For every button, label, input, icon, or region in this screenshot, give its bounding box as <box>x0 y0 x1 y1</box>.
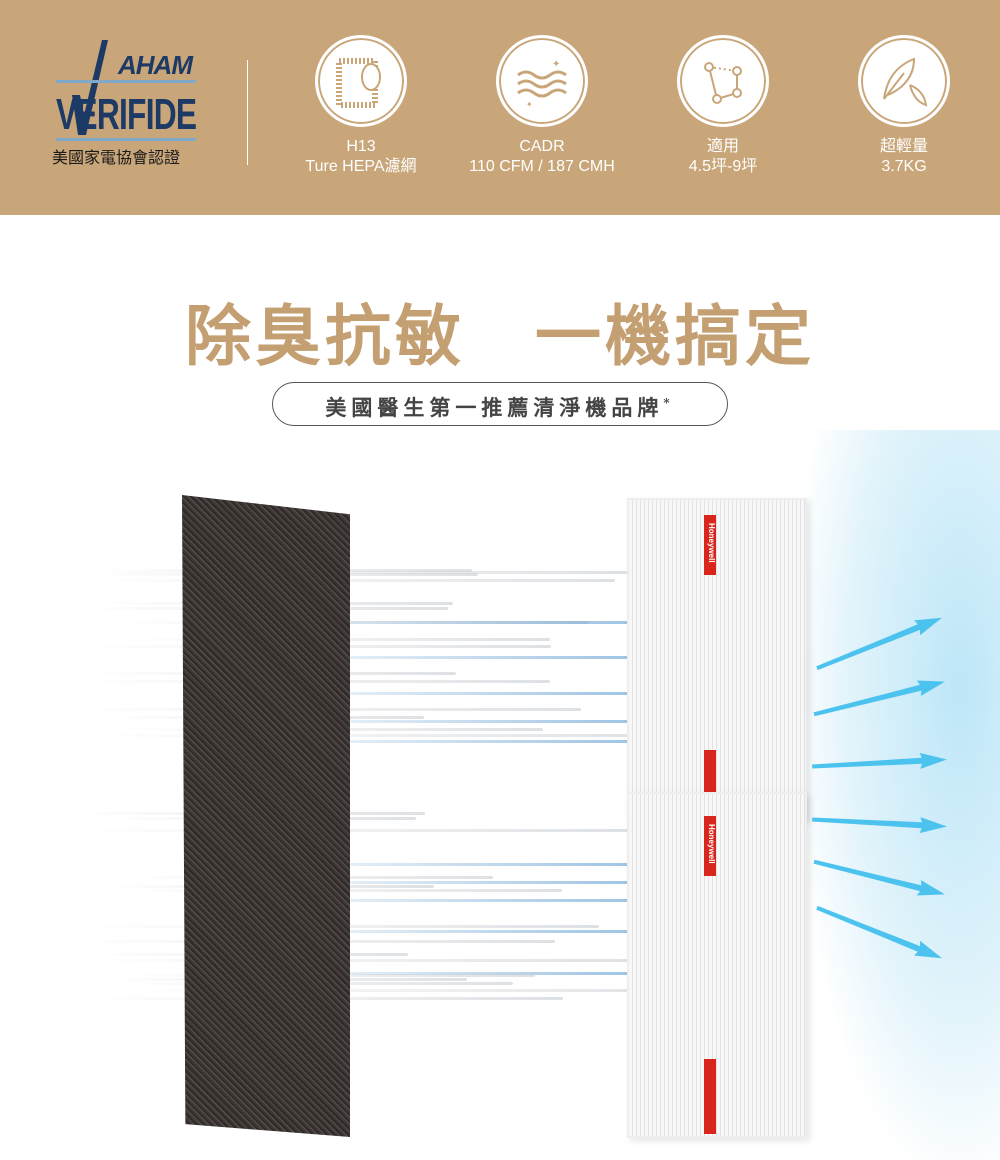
svg-text:✦: ✦ <box>526 100 533 109</box>
air-streak <box>78 829 630 832</box>
feature-label: 超輕量 <box>819 137 989 157</box>
footnote-mark: * <box>663 396 674 410</box>
hepa-filter-top: Honeywell <box>627 498 807 820</box>
clean-air-glow <box>800 430 1000 1160</box>
hepa-filter-bottom: Honeywell <box>627 792 807 1138</box>
air-streak <box>93 959 639 962</box>
feature-band: AHAM VERIFIDE 美國家電協會認證 H13 Ture HEPA濾網 ✦… <box>0 0 1000 215</box>
feature-cadr: ✦✦ CADR 110 CFM / 187 CMH <box>457 35 627 177</box>
feature-label: CADR <box>457 137 627 157</box>
feature-value: 4.5坪-9坪 <box>638 157 808 177</box>
feature-area: 適用 4.5坪-9坪 <box>638 35 808 177</box>
svg-text:✦: ✦ <box>552 59 560 70</box>
airflow-icon: ✦✦ <box>512 51 572 111</box>
headline: 除臭抗敏 一機搞定 <box>0 283 1000 379</box>
carbon-prefilter <box>182 495 350 1137</box>
feature-hepa: H13 Ture HEPA濾網 <box>276 35 446 177</box>
feature-weight: 超輕量 3.7KG <box>819 35 989 177</box>
logo-caption: 美國家電協會認證 <box>52 144 180 168</box>
hepa-filter-icon <box>331 51 391 111</box>
feature-label: 適用 <box>638 137 808 157</box>
feather-icon <box>874 51 934 111</box>
feature-label: H13 <box>276 137 446 157</box>
subtitle: 美國醫生第一推薦清淨機品牌 <box>325 395 663 420</box>
feature-value: Ture HEPA濾網 <box>276 157 446 177</box>
area-icon <box>693 51 753 111</box>
filter-illustration: Honeywell Honeywell <box>0 430 1000 1160</box>
feature-value: 110 CFM / 187 CMH <box>457 157 627 177</box>
subtitle-pill: 美國醫生第一推薦清淨機品牌* <box>272 382 728 426</box>
air-streak <box>94 579 615 582</box>
logo-verifide: VERIFIDE <box>56 90 196 140</box>
divider <box>247 60 248 165</box>
air-streak <box>87 734 676 737</box>
logo-aham: AHAM <box>118 50 192 81</box>
feature-value: 3.7KG <box>819 157 989 177</box>
brand-label: Honeywell <box>704 824 716 864</box>
brand-label: Honeywell <box>704 523 716 563</box>
